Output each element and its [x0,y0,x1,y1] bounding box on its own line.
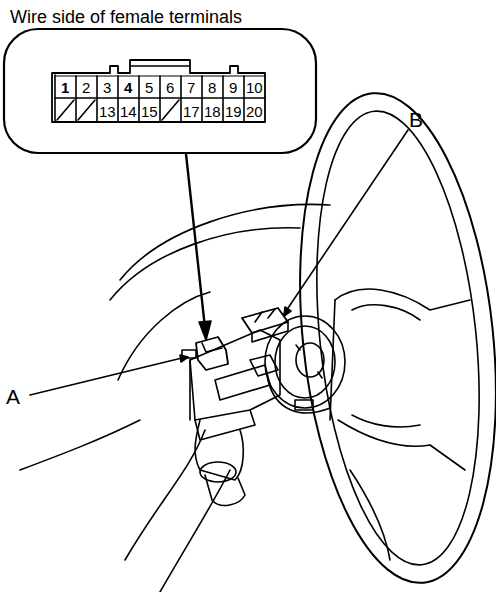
pin-number: 20 [246,104,263,119]
pin-number: 13 [99,104,116,119]
steering-wheel [278,83,496,592]
pin-number: 7 [187,80,195,95]
leader-line [30,357,186,395]
connector-b [242,308,288,342]
connector-a [182,337,228,370]
pin-number: 10 [246,80,263,95]
pin-number: 18 [204,104,221,119]
leader-line [284,130,408,314]
pin-number: 5 [145,80,153,95]
pin-number: 14 [120,104,137,119]
pin-number: 17 [183,104,200,119]
pin-number: 15 [141,104,158,119]
pin-number: 4 [124,80,132,95]
callout-letter: B [409,109,423,130]
pin-number: 8 [208,80,216,95]
leader-head [180,355,188,362]
inset-heading: Wire side of female terminals [10,8,242,26]
connector-face [52,60,265,122]
pin-number: 9 [229,80,237,95]
pin-number: 2 [82,80,90,95]
pin-number: 19 [225,104,242,119]
combination-switch [190,330,280,505]
pin-number: 3 [103,80,111,95]
pin-number: 6 [166,80,174,95]
pin-number: 1 [61,80,69,95]
cable-reel [265,316,345,413]
arrow-head [199,321,211,340]
callout-bubble [4,29,316,153]
dashboard [20,204,330,592]
callout-inset: Wire side of female terminals [4,2,316,154]
leader-head [284,307,291,316]
callout-letter: A [6,386,20,407]
